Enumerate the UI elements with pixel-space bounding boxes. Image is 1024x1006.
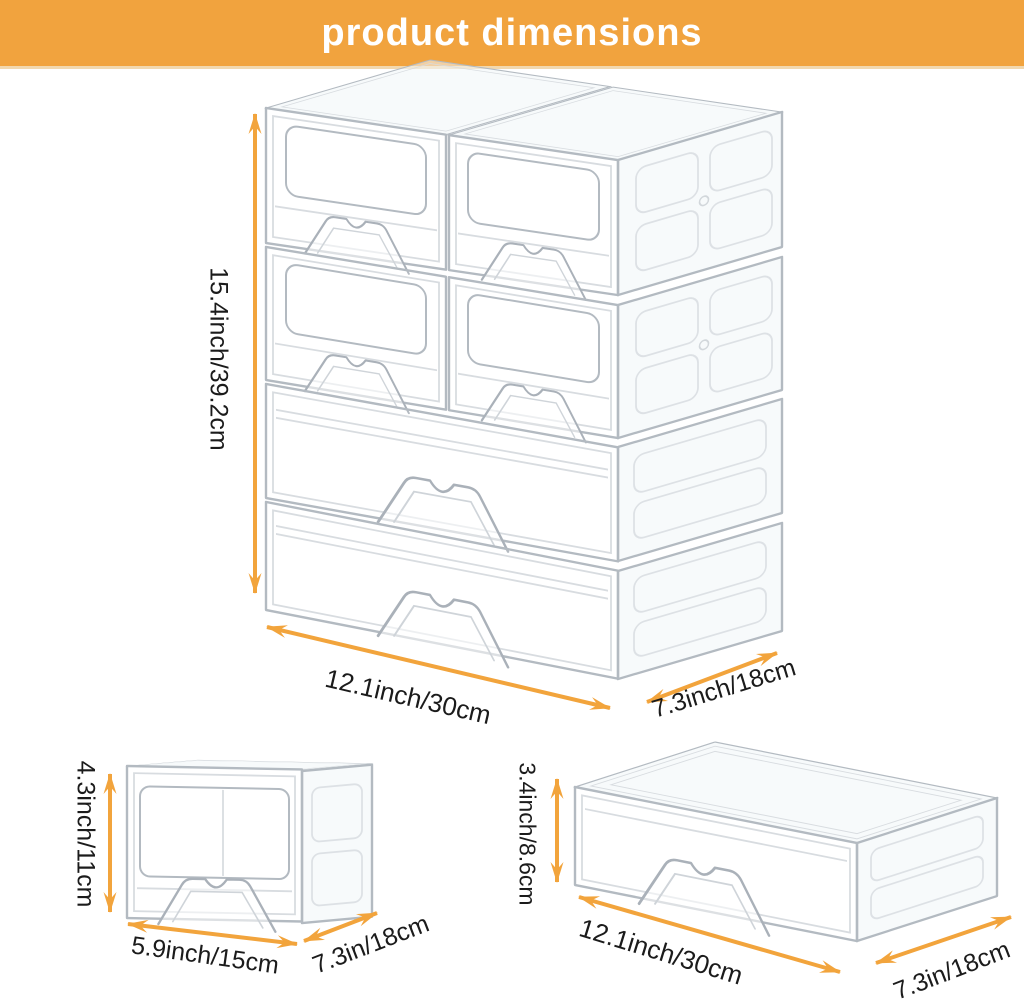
flat-side-face xyxy=(855,796,999,943)
cube-box-depth-arrow xyxy=(303,911,378,943)
cube-front-face xyxy=(125,764,304,933)
stack-side-face-row4 xyxy=(616,521,784,681)
banner-title: product dimensions xyxy=(321,11,703,54)
dimension-arrows xyxy=(103,113,1012,974)
stack-side-face-row2 xyxy=(616,255,784,440)
cube-box-drawing xyxy=(125,759,374,933)
stack-row1-right-drawer xyxy=(447,133,620,301)
cube-box-height-label: 4.3inch/11cm xyxy=(71,760,100,908)
main-stack-depth-arrow xyxy=(646,651,778,704)
stack-row3-drawer xyxy=(264,382,620,563)
main-stack-width-arrow xyxy=(266,625,611,710)
stack-top-face-left xyxy=(264,59,612,136)
stack-row1-left-drawer xyxy=(264,106,448,275)
stack-row2-right-drawer xyxy=(447,275,620,444)
cube-side-face xyxy=(300,763,374,925)
banner: product dimensions xyxy=(0,0,1024,69)
main-stack-drawing xyxy=(264,59,784,681)
stack-row2-left-drawer xyxy=(264,245,448,415)
flat-drawer-drawing xyxy=(573,741,999,943)
cube-box-width-arrow xyxy=(127,919,298,949)
flat-drawer-width-arrow xyxy=(578,895,841,974)
flat-drawer-height-label: 3.4inch/8.6cm xyxy=(514,762,541,906)
main-stack-height-label: 15.4inch/39.2cm xyxy=(204,267,233,451)
flat-drawer-depth-arrow xyxy=(875,915,1012,965)
stack-side-face-row1 xyxy=(616,110,784,297)
